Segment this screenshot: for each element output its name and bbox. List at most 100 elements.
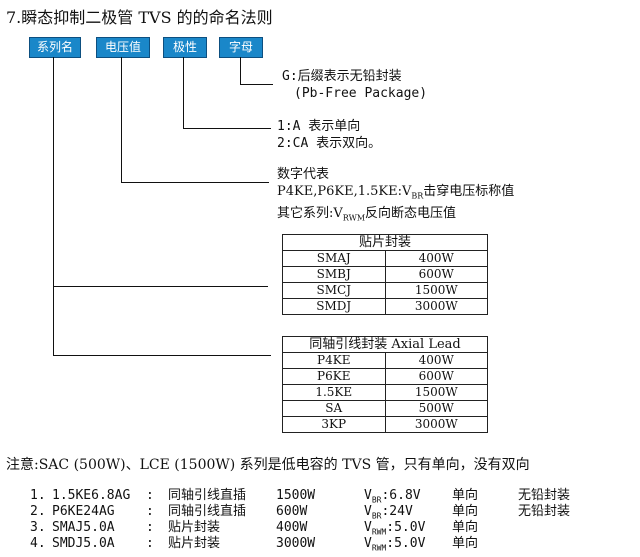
voltage-value-box: 电压值 (96, 37, 150, 58)
voltage-note-line2: P4KE,P6KE,1.5KE:VBR击穿电压标称值 (277, 183, 514, 205)
polarity-note-line2: 2:CA 表示双向。 (277, 136, 382, 151)
table-cell: 3000W (384, 416, 488, 433)
table-cell: 500W (384, 400, 488, 417)
example-colon: : (146, 536, 154, 551)
example-num: 2. (30, 504, 46, 519)
voltage-symbol: V (364, 536, 372, 551)
letter-box: 字母 (219, 37, 263, 58)
example-voltage: VRWM:5.0V (364, 520, 425, 541)
table-cell: SMCJ (282, 282, 386, 299)
table-cell: 600W (384, 368, 488, 385)
voltage-subscript: BR (371, 495, 382, 505)
example-power: 400W (276, 520, 308, 535)
voltage-annotation: 数字代表 P4KE,P6KE,1.5KE:VBR击穿电压标称值 其它系列:VRW… (277, 166, 514, 226)
voltage-note-line2-prefix: P4KE,P6KE,1.5KE:V (277, 184, 412, 199)
polarity-connector-v (183, 57, 184, 128)
table-cell: 600W (384, 266, 488, 283)
example-part: 1.5KE6.8AG (52, 488, 131, 503)
voltage-symbol: V (364, 504, 372, 519)
voltage-value: :24V (381, 504, 413, 519)
example-pkg: 同轴引线直插 (168, 504, 247, 519)
table-cell: P6KE (282, 368, 386, 385)
example-num: 1. (30, 488, 46, 503)
polarity-note-line1: 1:A 表示单向 (277, 119, 361, 134)
capacitance-note: 注意:SAC (500W)、LCE (1500W) 系列是低电容的 TVS 管，… (6, 457, 530, 473)
voltage-note-line3: 其它系列:VRWM反向断态电压值 (277, 205, 514, 227)
example-part: SMAJ5.0A (52, 520, 115, 535)
series-connector-v (53, 57, 54, 355)
vrwm-subscript: RWM (342, 213, 366, 223)
table-cell: 3000W (384, 298, 488, 315)
table-cell: 3KP (282, 416, 386, 433)
example-dir: 单向 (452, 520, 479, 535)
table-cell: 1500W (384, 384, 488, 401)
example-colon: : (146, 488, 154, 503)
table-cell: SMBJ (282, 266, 386, 283)
table-cell: 1.5KE (282, 384, 386, 401)
letter-connector-h (240, 84, 273, 85)
example-colon: : (146, 520, 154, 535)
table-cell: P4KE (282, 352, 386, 369)
example-part: SMDJ5.0A (52, 536, 115, 551)
smd-table-header: 贴片封装 (282, 234, 488, 251)
example-num: 3. (30, 520, 46, 535)
table-cell: SMDJ (282, 298, 386, 315)
axial-table-header: 同轴引线封装 Axial Lead (282, 336, 488, 353)
example-voltage: VBR:6.8V (364, 488, 421, 509)
table-cell: 400W (384, 250, 488, 267)
example-pb: 无铅封装 (518, 504, 571, 519)
example-voltage: VBR:24V (364, 504, 413, 525)
letter-annotation: G:后缀表示无铅封装 (Pb-Free Package) (282, 68, 427, 102)
example-pkg: 贴片封装 (168, 520, 221, 535)
example-pkg: 同轴引线直插 (168, 488, 247, 503)
voltage-value: :6.8V (381, 488, 421, 503)
voltage-connector-h (121, 182, 269, 183)
example-colon: : (146, 504, 154, 519)
example-power: 600W (276, 504, 308, 519)
table-cell: 400W (384, 352, 488, 369)
letter-note-line2: (Pb-Free Package) (294, 86, 428, 101)
example-dir: 单向 (452, 536, 479, 551)
example-num: 4. (30, 536, 46, 551)
example-power: 3000W (276, 536, 316, 551)
voltage-symbol: V (364, 488, 372, 503)
voltage-note-line3-suffix: 反向断态电压值 (365, 205, 457, 221)
example-part: P6KE24AG (52, 504, 115, 519)
page-title: 7.瞬态抑制二极管 TVS 的的命名法则 (6, 8, 273, 27)
voltage-subscript: RWM (371, 543, 387, 553)
polarity-annotation: 1:A 表示单向 2:CA 表示双向。 (277, 118, 381, 152)
voltage-connector-v (121, 57, 122, 182)
voltage-note-line3-prefix: 其它系列:V (277, 205, 343, 221)
example-dir: 单向 (452, 504, 479, 519)
series-connector-smd (53, 286, 268, 287)
example-dir: 单向 (452, 488, 479, 503)
example-pkg: 贴片封装 (168, 536, 221, 551)
vbr-subscript: BR (411, 191, 424, 201)
table-cell: SMAJ (282, 250, 386, 267)
table-cell: 1500W (384, 282, 488, 299)
polarity-box: 极性 (163, 37, 207, 58)
letter-note-line1: G:后缀表示无铅封装 (282, 69, 402, 84)
table-cell: SA (282, 400, 386, 417)
voltage-note-line2-suffix: 击穿电压标称值 (423, 184, 515, 199)
voltage-note-line1: 数字代表 (277, 167, 330, 182)
example-power: 1500W (276, 488, 316, 503)
series-connector-axial (53, 355, 271, 356)
voltage-value: :5.0V (386, 536, 426, 551)
example-pb: 无铅封装 (518, 488, 571, 503)
voltage-subscript: BR (371, 511, 382, 521)
series-name-box: 系列名 (29, 37, 81, 58)
voltage-value: :5.0V (386, 520, 426, 535)
example-voltage: VRWM:5.0V (364, 536, 425, 557)
